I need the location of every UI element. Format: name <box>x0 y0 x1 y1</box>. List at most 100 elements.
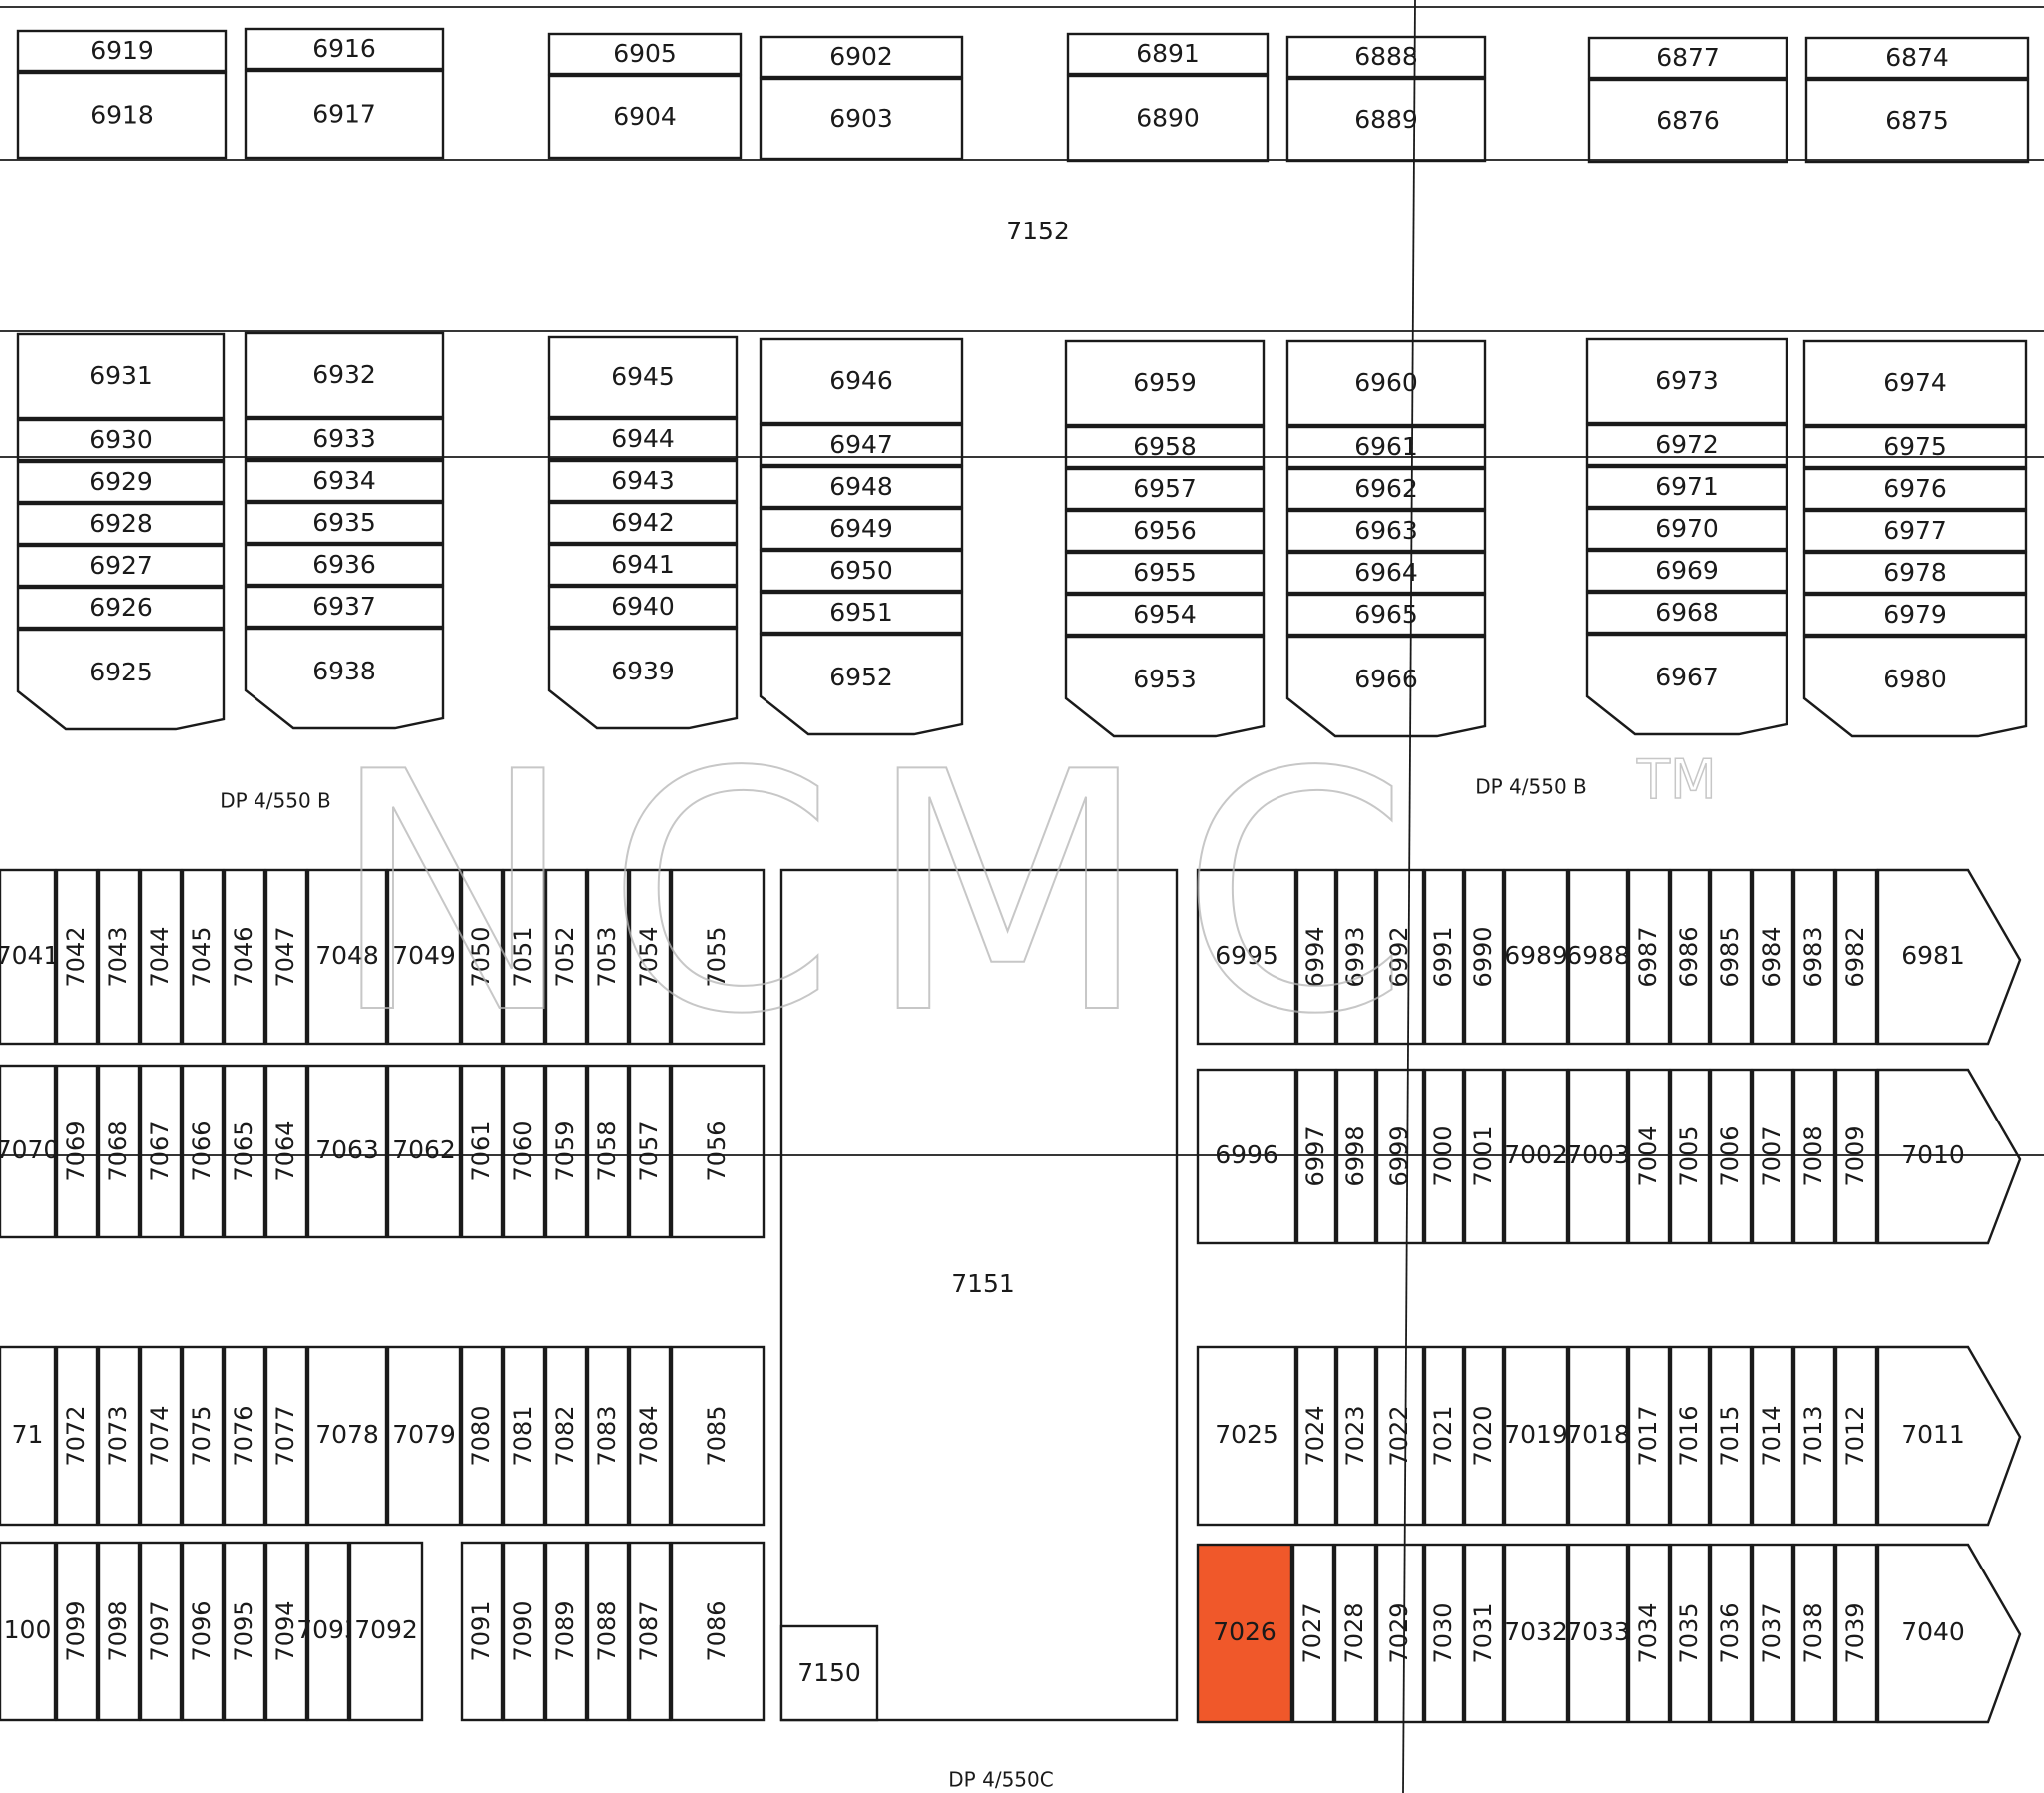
lot-7028[interactable]: 7028 <box>1333 1543 1377 1724</box>
lot-7055[interactable]: 7055 <box>670 868 766 1046</box>
lot-6972[interactable]: 6972 <box>1585 423 1788 467</box>
lot-6926[interactable]: 6926 <box>16 586 226 630</box>
lot-7014[interactable]: 7014 <box>1751 1345 1794 1527</box>
lot-6981[interactable]: 6981 <box>1876 868 2022 1046</box>
lot-6905[interactable]: 6905 <box>547 32 743 76</box>
lot-6919[interactable]: 6919 <box>16 29 228 73</box>
lot-7096[interactable]: 7096 <box>181 1541 225 1722</box>
lot-7072[interactable]: 7072 <box>55 1345 99 1527</box>
lot-6929[interactable]: 6929 <box>16 460 226 504</box>
lot-7049[interactable]: 7049 <box>386 868 462 1046</box>
lot-6994[interactable]: 6994 <box>1295 868 1337 1046</box>
lot-7065[interactable]: 7065 <box>223 1064 266 1239</box>
lot-6917[interactable]: 6917 <box>244 69 445 160</box>
lot-6996[interactable]: 6996 <box>1196 1068 1297 1245</box>
lot-6968[interactable]: 6968 <box>1585 591 1788 635</box>
lot-6983[interactable]: 6983 <box>1792 868 1836 1046</box>
lot-7001[interactable]: 7001 <box>1463 1068 1505 1245</box>
lot-7088[interactable]: 7088 <box>586 1541 630 1722</box>
lot-7021[interactable]: 7021 <box>1423 1345 1465 1527</box>
lot-6979[interactable]: 6979 <box>1802 593 2028 637</box>
lot-7030[interactable]: 7030 <box>1423 1543 1465 1724</box>
lot-6955[interactable]: 6955 <box>1064 551 1266 595</box>
lot-6998[interactable]: 6998 <box>1335 1068 1377 1245</box>
lot-6943[interactable]: 6943 <box>547 459 739 503</box>
lot-6997[interactable]: 6997 <box>1295 1068 1337 1245</box>
lot-6891[interactable]: 6891 <box>1066 32 1270 76</box>
lot-7094[interactable]: 7094 <box>264 1541 308 1722</box>
lot-6960[interactable]: 6960 <box>1285 339 1487 427</box>
lot-6977[interactable]: 6977 <box>1802 509 2028 553</box>
lot-6953[interactable]: 6953 <box>1064 635 1266 738</box>
lot-7004[interactable]: 7004 <box>1627 1068 1671 1245</box>
lot-6958[interactable]: 6958 <box>1064 425 1266 469</box>
lot-7042[interactable]: 7042 <box>55 868 99 1046</box>
lot-7005[interactable]: 7005 <box>1669 1068 1711 1245</box>
lot-7084[interactable]: 7084 <box>628 1345 672 1527</box>
lot-7018[interactable]: 7018 <box>1566 1345 1630 1527</box>
lot-6927[interactable]: 6927 <box>16 544 226 588</box>
lot-6954[interactable]: 6954 <box>1064 593 1266 637</box>
lot-6874[interactable]: 6874 <box>1804 36 2030 80</box>
lot-6944[interactable]: 6944 <box>547 417 739 461</box>
lot-7043[interactable]: 7043 <box>97 868 141 1046</box>
lot-7008[interactable]: 7008 <box>1792 1068 1836 1245</box>
lot-7033[interactable]: 7033 <box>1566 1543 1630 1724</box>
lot-6995[interactable]: 6995 <box>1196 868 1297 1046</box>
lot-7041[interactable]: 7041 <box>0 868 59 1046</box>
lot-6875[interactable]: 6875 <box>1804 78 2030 164</box>
lot-7022[interactable]: 7022 <box>1375 1345 1425 1527</box>
lot-7091[interactable]: 7091 <box>460 1541 504 1722</box>
lot-7031[interactable]: 7031 <box>1463 1543 1505 1724</box>
lot-7058[interactable]: 7058 <box>586 1064 630 1239</box>
lot-7017[interactable]: 7017 <box>1627 1345 1671 1527</box>
lot-100[interactable]: 100 <box>0 1541 57 1722</box>
lot-7011[interactable]: 7011 <box>1876 1345 2022 1527</box>
lot-7085[interactable]: 7085 <box>670 1345 766 1527</box>
lot-7077[interactable]: 7077 <box>264 1345 308 1527</box>
lot-6949[interactable]: 6949 <box>759 507 964 551</box>
lot-7069[interactable]: 7069 <box>55 1064 99 1239</box>
lot-6961[interactable]: 6961 <box>1285 425 1487 469</box>
lot-7050[interactable]: 7050 <box>460 868 504 1046</box>
lot-6950[interactable]: 6950 <box>759 549 964 593</box>
lot-7019[interactable]: 7019 <box>1503 1345 1569 1527</box>
lot-7027[interactable]: 7027 <box>1291 1543 1335 1724</box>
lot-7087[interactable]: 7087 <box>628 1541 672 1722</box>
lot-6957[interactable]: 6957 <box>1064 467 1266 511</box>
lot-6975[interactable]: 6975 <box>1802 425 2028 469</box>
lot-6933[interactable]: 6933 <box>244 417 445 461</box>
lot-7076[interactable]: 7076 <box>223 1345 266 1527</box>
lot-6940[interactable]: 6940 <box>547 585 739 629</box>
lot-6959[interactable]: 6959 <box>1064 339 1266 427</box>
lot-6876[interactable]: 6876 <box>1587 78 1788 164</box>
lot-7016[interactable]: 7016 <box>1669 1345 1711 1527</box>
block-7151[interactable] <box>779 868 1179 1722</box>
lot-6937[interactable]: 6937 <box>244 585 445 629</box>
lot-7083[interactable]: 7083 <box>586 1345 630 1527</box>
lot-7052[interactable]: 7052 <box>544 868 588 1046</box>
lot-7061[interactable]: 7061 <box>460 1064 504 1239</box>
lot-7082[interactable]: 7082 <box>544 1345 588 1527</box>
lot-6939[interactable]: 6939 <box>547 627 739 730</box>
lot-6946[interactable]: 6946 <box>759 337 964 425</box>
lot-6890[interactable]: 6890 <box>1066 74 1270 163</box>
lot-6969[interactable]: 6969 <box>1585 549 1788 593</box>
lot-6990[interactable]: 6990 <box>1463 868 1505 1046</box>
lot-7024[interactable]: 7024 <box>1295 1345 1337 1527</box>
lot-7002[interactable]: 7002 <box>1503 1068 1569 1245</box>
lot-6982[interactable]: 6982 <box>1834 868 1878 1046</box>
lot-7056[interactable]: 7056 <box>670 1064 766 1239</box>
lot-6966[interactable]: 6966 <box>1285 635 1487 738</box>
lot-6941[interactable]: 6941 <box>547 543 739 587</box>
lot-7015[interactable]: 7015 <box>1709 1345 1753 1527</box>
lot-7074[interactable]: 7074 <box>139 1345 183 1527</box>
lot-6980[interactable]: 6980 <box>1802 635 2028 738</box>
lot-7048[interactable]: 7048 <box>306 868 388 1046</box>
lot-7000[interactable]: 7000 <box>1423 1068 1465 1245</box>
lot-6952[interactable]: 6952 <box>759 633 964 736</box>
lot-7047[interactable]: 7047 <box>264 868 308 1046</box>
lot-7090[interactable]: 7090 <box>502 1541 546 1722</box>
lot-6935[interactable]: 6935 <box>244 501 445 545</box>
lot-6930[interactable]: 6930 <box>16 418 226 462</box>
